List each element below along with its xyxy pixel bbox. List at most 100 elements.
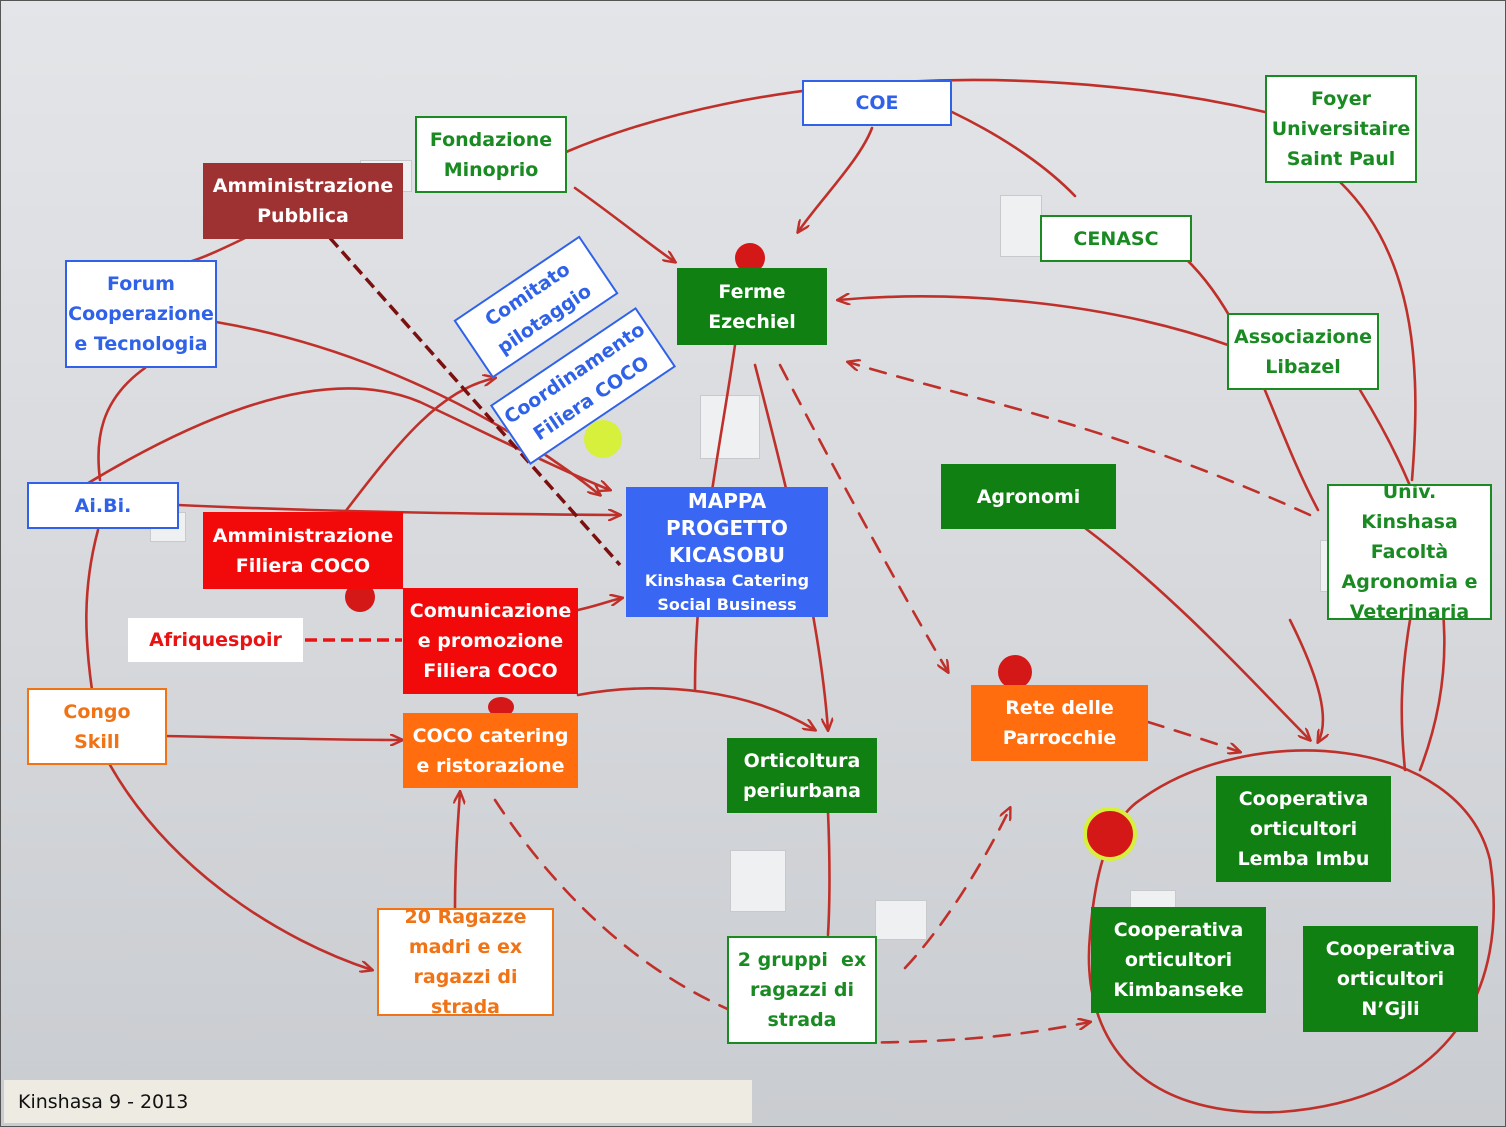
- node-aibi: Ai.Bi.: [27, 482, 179, 529]
- center-subtitle: Kinshasa Catering: [644, 570, 810, 590]
- node-label: Cooperazione: [68, 303, 214, 325]
- footer-caption: Kinshasa 9 - 2013: [4, 1080, 752, 1123]
- dash-catering-kimbanseke: [493, 798, 1090, 1044]
- lime-sticker-dot: [584, 420, 622, 458]
- node-label: Kimbanseke: [1113, 979, 1244, 1001]
- node-coco-catering: COCO catering e ristorazione: [403, 713, 578, 788]
- paper-scrap: [875, 900, 927, 940]
- center-title: KICASOBU: [669, 542, 785, 567]
- arc-forum-aibi: [97, 366, 147, 482]
- node-label: CENASC: [1073, 227, 1159, 250]
- node-label: 2 gruppi ex: [737, 949, 867, 971]
- red-sticker-dot: [998, 655, 1032, 689]
- arc-congo-ragazze: [108, 763, 372, 970]
- red-sticker-dot: [1083, 807, 1137, 861]
- arc-univ-ring: [1400, 618, 1412, 772]
- node-label: Filiera COCO: [423, 660, 558, 682]
- node-label: periurbana: [742, 779, 862, 802]
- node-forum-cooperazione: Forum Cooperazione e Tecnologia: [65, 260, 217, 368]
- node-label: Rete delle: [1005, 697, 1114, 719]
- dash-univ-ferme: [848, 362, 1312, 517]
- arc-ragazze-catering: [455, 792, 460, 910]
- arc-aibi-congo: [85, 528, 100, 692]
- node-associazione-libazel: Associazione Libazel: [1227, 313, 1379, 390]
- node-label: Saint Paul: [1286, 148, 1396, 170]
- node-label: Filiera COCO: [235, 554, 371, 577]
- node-label: Orticoltura: [743, 749, 861, 772]
- node-agronomi: Agronomi: [941, 464, 1116, 529]
- ring-cooperative: [1087, 749, 1495, 1114]
- node-label: ragazzi di: [750, 979, 854, 1001]
- node-afriquespoir: Afriquespoir: [128, 618, 303, 662]
- paper-scrap: [1000, 195, 1042, 257]
- node-label: Univ. Kinshasa: [1361, 481, 1458, 533]
- dash-rete-lemba: [1146, 720, 1240, 752]
- arc-foyer-cooperative: [1338, 180, 1417, 482]
- node-label: Amministrazione: [212, 175, 394, 197]
- node-label: Minoprio: [443, 158, 539, 181]
- arc-forum-center: [214, 320, 600, 495]
- node-cooperativa-kimbanseke: Cooperativa orticultori Kimbanseke: [1091, 907, 1266, 1013]
- node-label: Ezechiel: [708, 310, 796, 333]
- arc-coe-cenasc: [950, 110, 1077, 198]
- arc-agronomi-lemba: [1083, 526, 1310, 740]
- node-label: Cooperativa: [1238, 788, 1369, 810]
- center-title: MAPPA PROGETTO: [666, 488, 788, 540]
- node-label: Comunicazione: [409, 600, 572, 622]
- node-ferme-ezechiel: Ferme Ezechiel: [677, 268, 827, 345]
- node-cooperativa-lemba-imbu: Cooperativa orticultori Lemba Imbu: [1216, 776, 1391, 882]
- node-foyer-universitaire: Foyer Universitaire Saint Paul: [1265, 75, 1417, 183]
- node-univ-kinshasa: Univ. Kinshasa Facoltà Agronomia e Veter…: [1327, 481, 1492, 623]
- node-20-ragazze: 20 Ragazze madri e ex ragazzi di strada: [377, 906, 554, 1018]
- node-rete-parrocchie: Rete delle Parrocchie: [971, 685, 1148, 761]
- node-label: ragazzi di strada: [413, 966, 518, 1018]
- node-label: orticultori: [1124, 949, 1233, 971]
- arc-comun-center: [576, 598, 622, 612]
- center-subtitle: Social Business: [657, 594, 797, 614]
- node-label: Ferme: [718, 280, 786, 303]
- node-amministrazione-pubblica: Amministrazione Pubblica: [203, 163, 403, 239]
- red-sticker-dot: [488, 697, 514, 717]
- node-2-gruppi: 2 gruppi ex ragazzi di strada: [727, 936, 877, 1044]
- arc-orticoltura-gruppi: [826, 810, 831, 937]
- node-label: Pubblica: [257, 205, 349, 227]
- node-label: Agronomia e: [1341, 571, 1478, 593]
- node-label: Facoltà: [1370, 541, 1449, 563]
- node-fondazione-minoprio: Fondazione Minoprio: [415, 116, 567, 193]
- arc-ammfil-comitato: [343, 378, 495, 514]
- arc-aibi-center: [176, 503, 620, 515]
- node-label: Congo: [63, 700, 131, 723]
- node-label: e promozione: [417, 630, 564, 652]
- node-label: e Tecnologia: [74, 333, 208, 355]
- node-label: e ristorazione: [416, 754, 565, 777]
- node-label: Skill: [74, 730, 120, 753]
- dash-ferme-rete: [778, 363, 948, 672]
- node-label: Libazel: [1265, 355, 1341, 378]
- node-label: Ai.Bi.: [74, 494, 132, 517]
- node-label: COCO catering: [412, 724, 569, 747]
- node-label: Forum: [107, 273, 175, 295]
- node-label: orticultori: [1336, 968, 1445, 990]
- node-label: Agronomi: [976, 485, 1081, 508]
- node-label: COE: [855, 92, 899, 114]
- paper-scrap: [700, 395, 760, 459]
- arc-comun-orticoltura: [576, 687, 815, 730]
- node-label: Fondazione: [429, 128, 553, 151]
- paper-scrap: [730, 850, 786, 912]
- node-label: Veterinaria: [1349, 601, 1470, 623]
- node-label: Cooperativa: [1325, 938, 1456, 960]
- node-cooperativa-ngjli: Cooperativa orticultori N’Gjli: [1303, 926, 1478, 1032]
- node-label: Lemba Imbu: [1237, 848, 1370, 870]
- footer-text: Kinshasa 9 - 2013: [18, 1090, 189, 1113]
- node-label: N’Gjli: [1361, 998, 1420, 1020]
- node-label: Universitaire: [1271, 118, 1411, 140]
- dash-gruppi-rete: [903, 808, 1010, 970]
- node-label: Cooperativa: [1113, 919, 1244, 941]
- arc-center-agronomi-univ: [1288, 618, 1323, 742]
- node-label: orticultori: [1249, 818, 1358, 840]
- node-coe: COE: [802, 80, 952, 126]
- node-label: madri e ex: [408, 936, 523, 958]
- node-cenasc: CENASC: [1040, 215, 1192, 262]
- node-comunicazione-promozione: Comunicazione e promozione Filiera COCO: [403, 588, 578, 694]
